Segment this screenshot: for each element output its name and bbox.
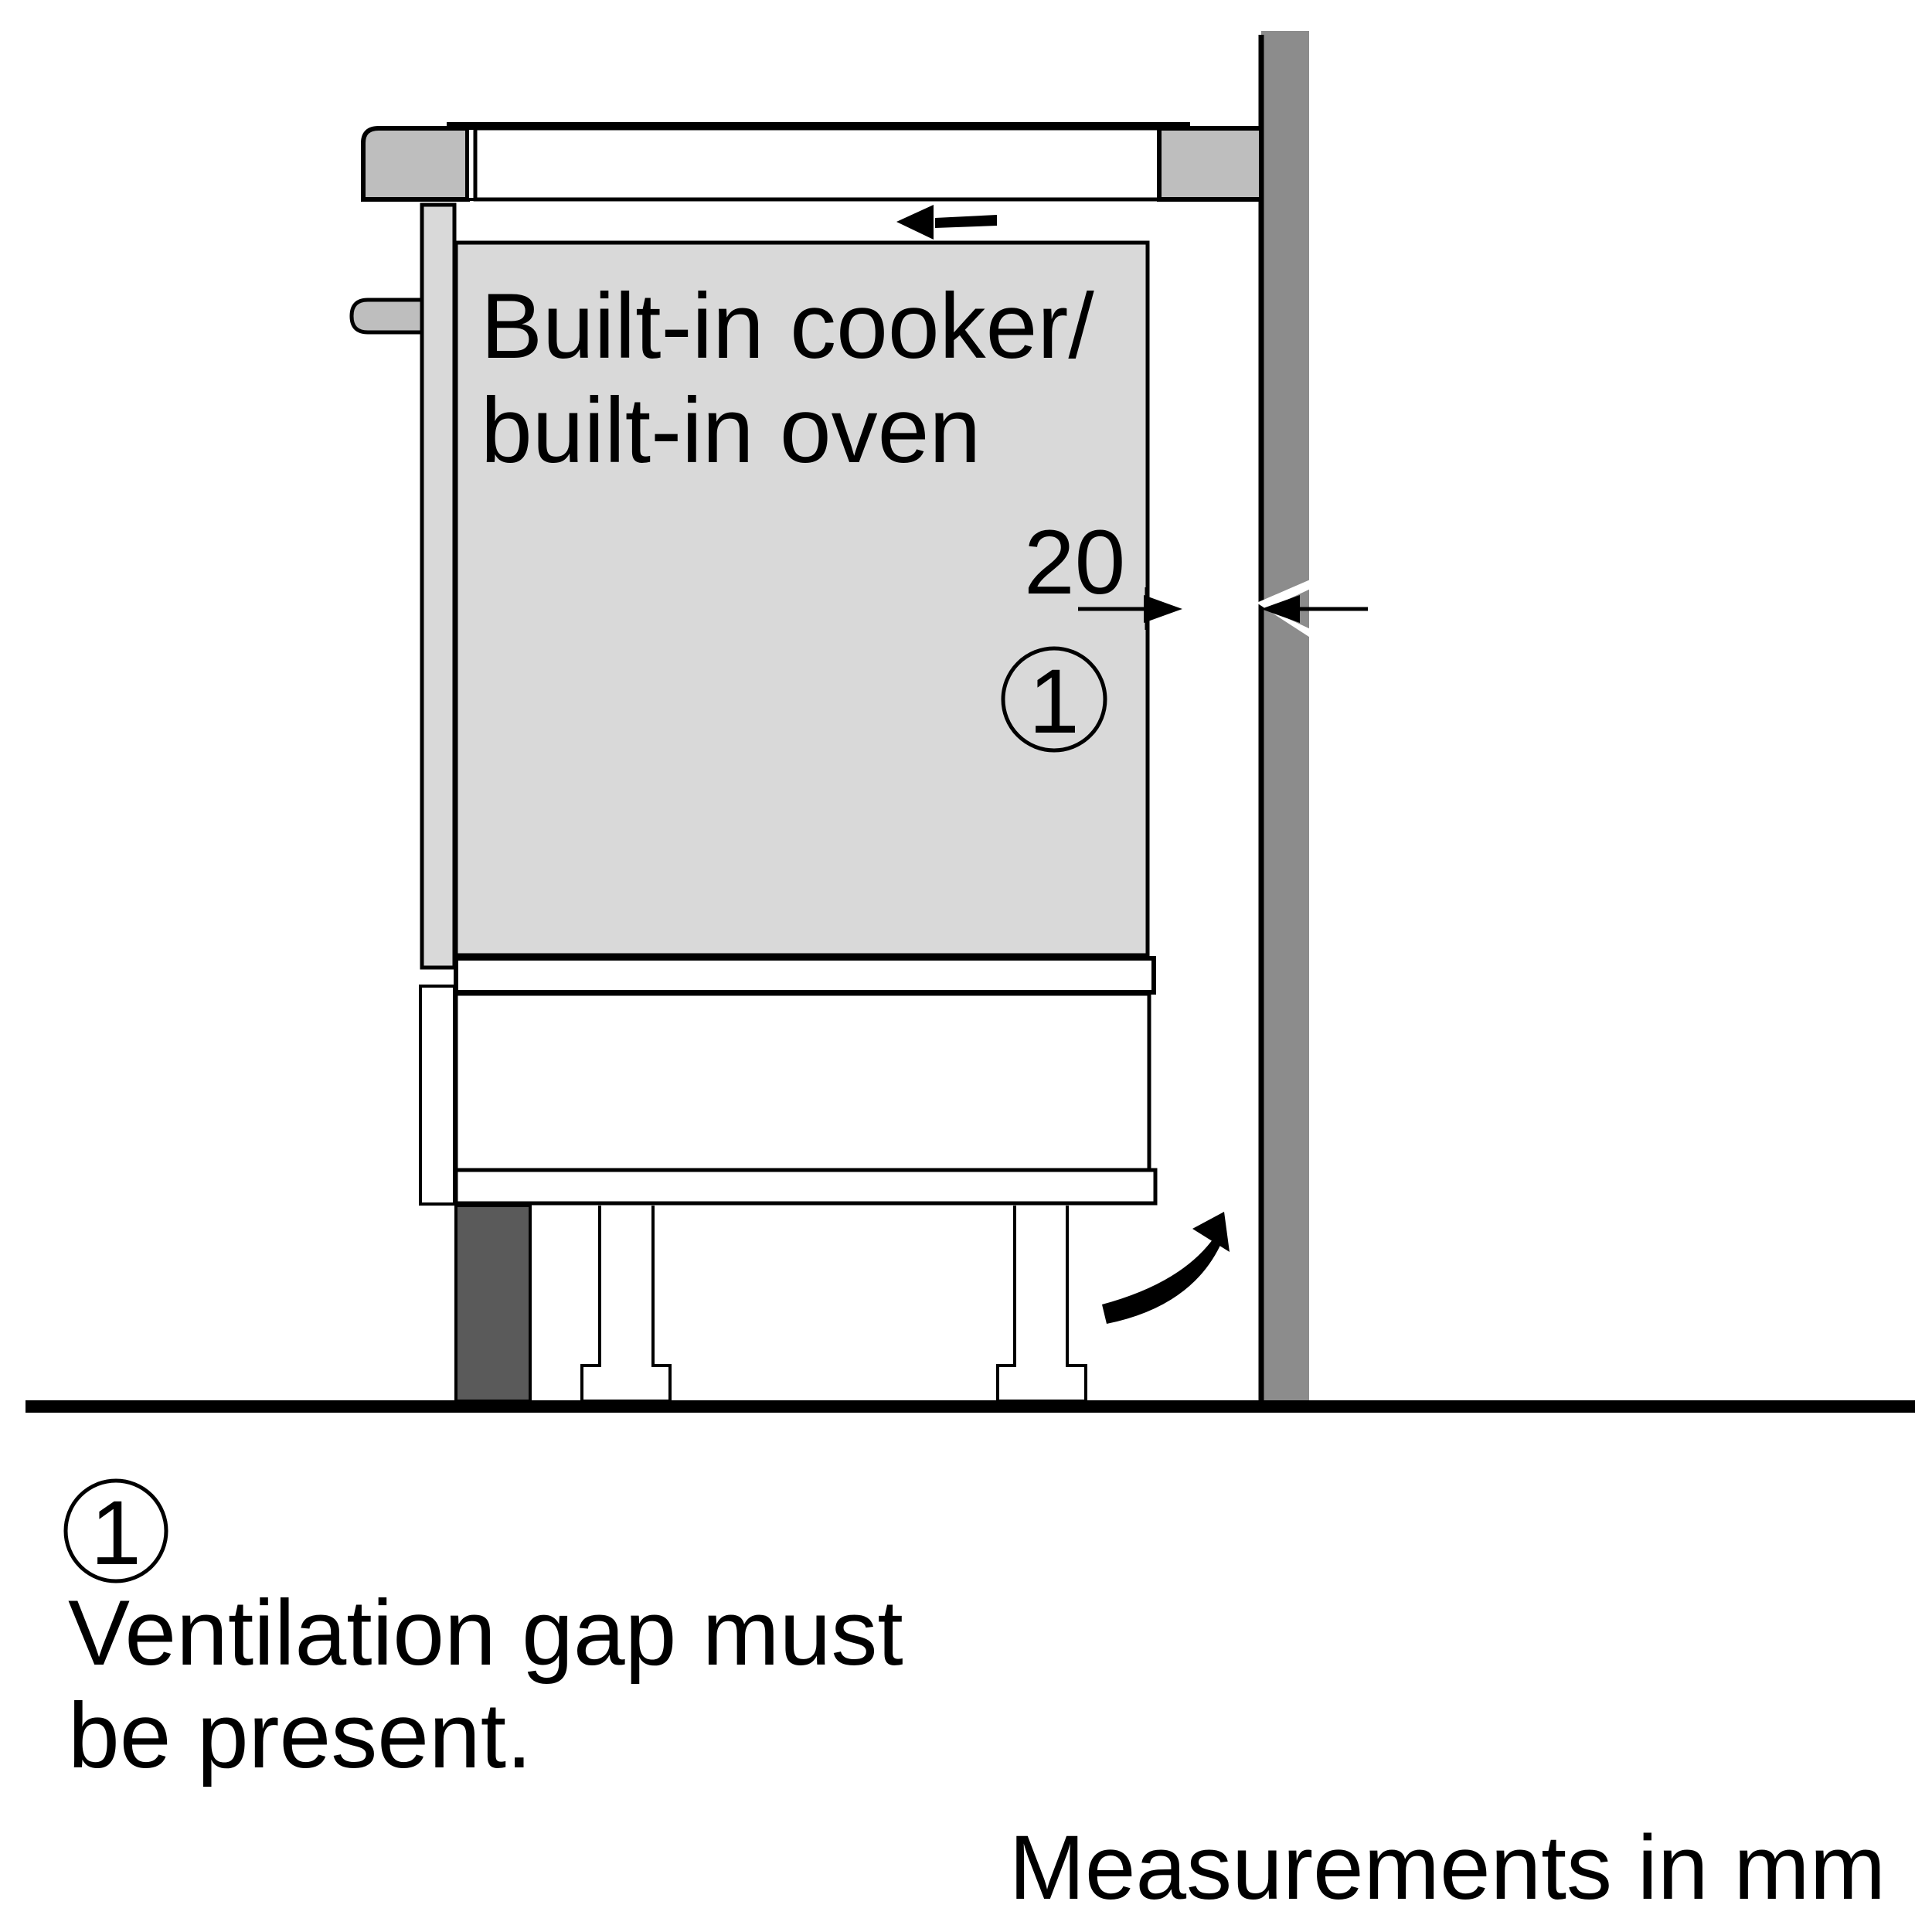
oven-drawer [454,992,1151,1172]
legend-text-line2: be present. [68,1684,532,1787]
dimension-value: 20 [1024,512,1125,614]
airflow-arrow-curved [1102,1212,1230,1324]
units-note: Measurements in mm [1009,1817,1886,1919]
oven-front-panel [420,202,457,970]
legend-marker: 1 [63,1478,168,1584]
oven-body [454,240,1150,957]
drawer-front-panel [419,985,456,1206]
oven-upper-strip [454,956,1156,995]
side-wall [1261,31,1309,1401]
plinth [454,1204,532,1403]
oven-leg-right [996,1206,1087,1403]
appliance-label-line2: built-in oven [481,379,981,482]
legend-marker-number: 1 [90,1482,141,1584]
floor-line [26,1400,1915,1413]
control-knob [349,298,424,335]
legend-text-line1: Ventilation gap must [68,1581,903,1685]
callout-marker-number: 1 [1029,651,1080,753]
dimension-arrow-right [1257,578,1368,640]
appliance-label-line1: Built-in cooker/ [481,274,1094,378]
oven-lower-strip [454,1168,1158,1206]
callout-marker: 1 [1001,646,1107,753]
hob-body [473,126,1162,202]
countertop-left [361,126,470,202]
countertop-right [1157,126,1264,202]
oven-leg-left [580,1206,672,1403]
airflow-arrow-top [896,205,997,240]
dimension-arrow-left [1078,595,1182,623]
